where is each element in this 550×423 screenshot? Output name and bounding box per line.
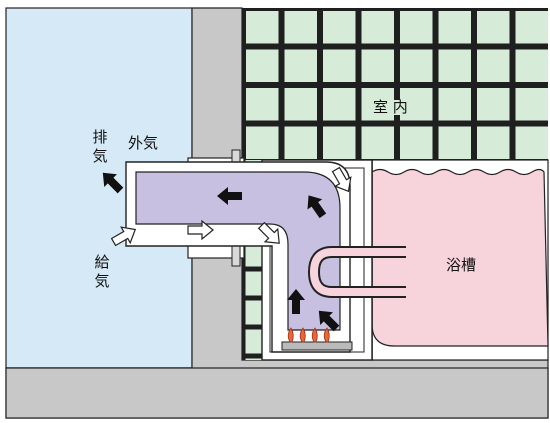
intake-label: 給気: [94, 253, 110, 290]
flame-icon: [311, 327, 318, 343]
intake-flow-arrows: [110, 166, 352, 247]
intake-arrow-icon: [257, 221, 280, 244]
heat-exchanger-coil: [307, 246, 406, 298]
exhaust-label: 排気: [92, 128, 108, 165]
flame-icon: [299, 327, 306, 343]
exhaust-arrow-icon: [217, 187, 242, 205]
exhaust-arrow-icon: [102, 172, 124, 194]
floor-slab: [5, 367, 549, 419]
flame-icon: [287, 327, 294, 343]
bathtub: [371, 159, 549, 361]
flame-icon: [323, 327, 330, 343]
burner: [281, 327, 353, 351]
exhaust-arrow-icon: [307, 195, 327, 219]
exhaust-arrow-icon: [287, 289, 305, 314]
tiled-wall: [242, 8, 548, 160]
intake-arrow-icon: [110, 226, 137, 247]
intake-arrow-icon: [331, 166, 352, 193]
outside-air-label: 外気: [128, 134, 159, 152]
intake-arrow-icon: [187, 219, 214, 241]
exhaust-arrow-icon: [318, 310, 340, 332]
room-interior-label: 室 内: [370, 100, 411, 115]
bathtub-label: 浴槽: [446, 256, 477, 274]
exhaust-flow-arrows: [102, 172, 340, 332]
